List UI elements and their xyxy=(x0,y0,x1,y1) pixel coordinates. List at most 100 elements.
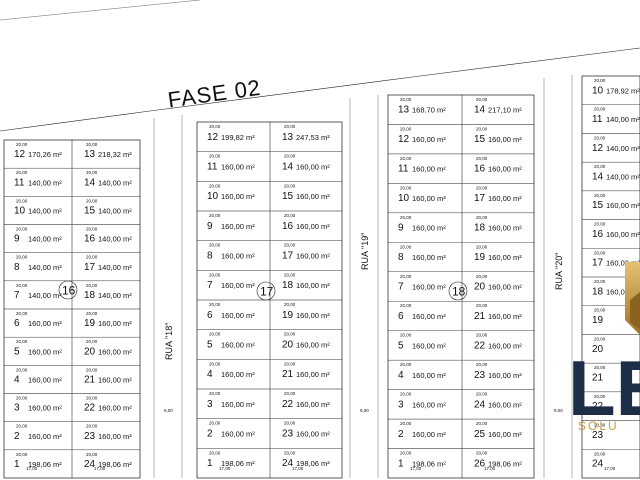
logo-subtitle: SOLU xyxy=(578,419,619,433)
lot-number: 20 xyxy=(592,344,604,355)
lot-area: 198,06 m² xyxy=(221,459,255,468)
lot-depth-dim: 20,00 xyxy=(476,126,488,131)
lot-depth-dim: 20,00 xyxy=(209,124,221,129)
lot-area: 160,00 m² xyxy=(488,165,522,174)
lot-area: 160,00 m² xyxy=(412,400,446,409)
lot-area: 160,00 m² xyxy=(221,281,255,290)
lot-area: 160,00 m² xyxy=(488,341,522,350)
lot-depth-dim: 20,00 xyxy=(476,185,488,190)
lot-area: 198,06 m² xyxy=(488,459,522,468)
lot-area: 160,00 m² xyxy=(296,341,330,350)
lot-area: 170,26 m² xyxy=(28,150,62,159)
lot-depth-dim: 20,00 xyxy=(594,250,606,255)
lot-depth-dim: 20,00 xyxy=(284,332,296,337)
lot-area: 160,00 m² xyxy=(28,432,62,441)
lot-depth-dim: 20,00 xyxy=(16,396,28,401)
lot-depth-dim: 20,00 xyxy=(476,451,488,456)
lot-number: 23 xyxy=(474,370,486,381)
logo-letters: LE xyxy=(568,344,640,432)
lot-area: 199,82 m² xyxy=(221,133,255,142)
lot-number: 20 xyxy=(282,340,294,351)
